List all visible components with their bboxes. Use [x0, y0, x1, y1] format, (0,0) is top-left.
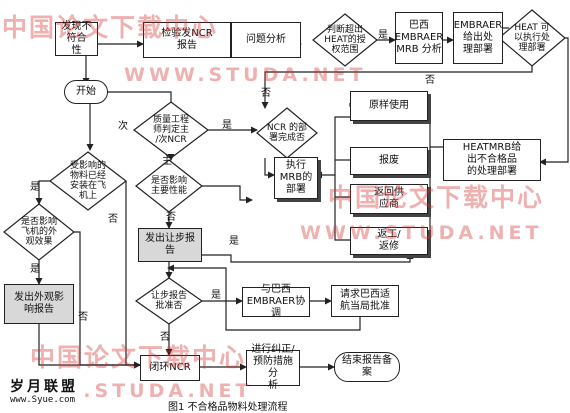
label-no: 否 [425, 75, 435, 86]
diamond-exceeds-heat-authority [312, 13, 378, 67]
decision-text-material-installed: 受影响的 物料已经 安装在飞 机上 [69, 161, 106, 201]
box-brazil-mrb-analysis: 巴西 EMBRAER MRB 分析 [395, 12, 443, 64]
label-yes: 是 [30, 264, 40, 275]
box-issue-appearance-report: 发出外观影 响报告 [4, 284, 74, 324]
box-request-brazil-approval: 请求巴西适 航当局批准 [331, 285, 399, 317]
box-find-nonconforming: 发现不符合 性 [55, 21, 98, 56]
decision-text-affects-main-performance: 是否影响 主要性能 [150, 176, 187, 196]
decision-text-ncr-complete: NCR 的部 署完成否 [266, 123, 308, 143]
label-yes: 是 [378, 30, 388, 41]
box-inspect-ncr-report: 检验发NCR 报告 [143, 22, 231, 58]
decision-text-exceeds-heat-authority: 判断超出 HEAT的授 权范围 [324, 25, 366, 55]
box-issue-further-report: 发出让步报 告 [138, 228, 202, 262]
label-no: 否 [160, 332, 170, 343]
box-embraer-disposition: EMBRAER 给出处 理部署 [453, 12, 503, 64]
decision-text-heat-can-execute: HEAT 可 以执行处 理部署 [513, 23, 550, 53]
figure-caption: 图1 不合格品物料处理流程 [168, 402, 288, 413]
box-problem-analysis: 问题分析 [231, 22, 301, 58]
decision-text-quality-engineer-decide: 质量工程 师判定主 /次NCR [152, 115, 189, 145]
label-yes: 是 [229, 236, 239, 247]
terminal-start: 开始 [64, 80, 108, 104]
label-main: 主 [162, 156, 172, 167]
box-coordinate-embraer: 与巴西 EMBRAER协调 [242, 284, 310, 319]
box-return-supplier: 返回供 应商 [350, 184, 428, 214]
label-no: 否 [261, 88, 271, 99]
box-scrap: 报废 [350, 147, 428, 175]
box-close-ncr: 闭环NCR [140, 355, 200, 381]
site-logo: 岁月联盟 www.Syue.com [6, 376, 84, 410]
logo-text: 岁月联盟 [10, 379, 78, 395]
label-yes: 是 [222, 120, 232, 131]
box-rework-repair: 返工/ 返修 [350, 227, 428, 255]
label-no: 否 [108, 214, 118, 225]
label-no: 否 [166, 212, 176, 223]
decision-text-concession-approved: 让步报告 批准否 [150, 291, 187, 311]
box-corrective-action: 进行纠正/ 预防措施分 析 [246, 344, 300, 391]
terminal-end-report-archive: 结束报告备 案 [334, 352, 400, 382]
label-yes: 是 [211, 290, 221, 301]
box-exec-mrb-disposition: 执行 MRB的 部署 [274, 157, 318, 199]
box-heatmrb-disposition: HEATMRB给 出不合格品 的处理部署 [443, 139, 541, 181]
box-use-as-is: 原样使用 [350, 91, 428, 121]
decision-text-affects-appearance: 是否影响 飞机的外 观效果 [20, 217, 57, 247]
diamond-material-installed [49, 151, 127, 211]
label-yes: 是 [30, 182, 40, 193]
label-minor: 次 [118, 121, 128, 132]
logo-url: www.Syue.com [10, 395, 76, 405]
label-no: 否 [78, 312, 88, 323]
